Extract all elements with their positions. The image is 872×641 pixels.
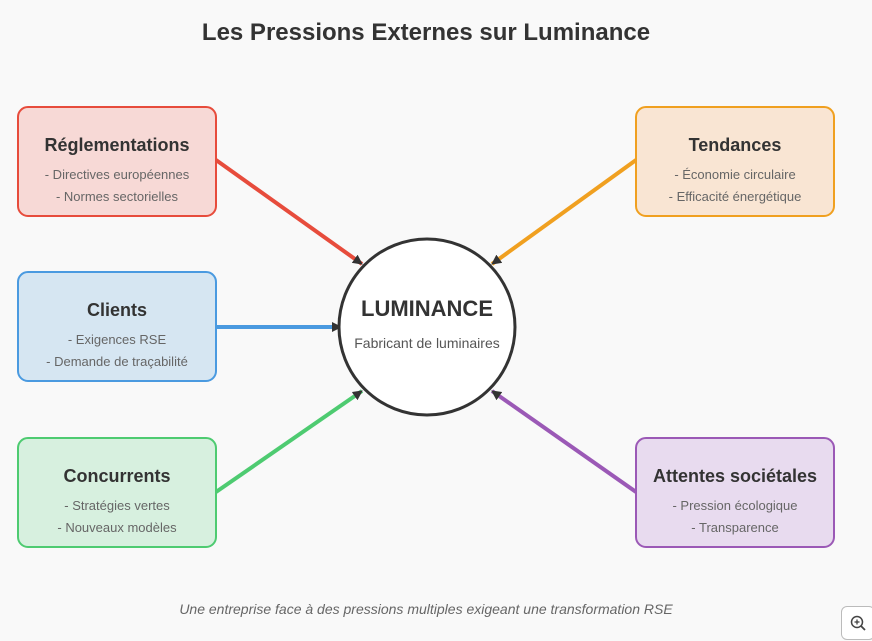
box-item: - Efficacité énergétique: [669, 189, 802, 204]
box-concurrents: Concurrents - Stratégies vertes - Nouveaux…: [17, 437, 217, 548]
zoom-in-icon: [850, 615, 866, 631]
box-attentes-societales: Attentes sociétales - Pression écologique…: [635, 437, 835, 548]
diagram-title: Les Pressions Externes sur Luminance: [202, 19, 650, 46]
box-item: - Nouveaux modèles: [57, 520, 177, 535]
box-title: Clients: [87, 300, 147, 320]
box-item: - Transparence: [691, 520, 778, 535]
arrow-concurrents: [214, 389, 364, 494]
box-item: - Stratégies vertes: [64, 498, 170, 513]
box-title: Tendances: [689, 135, 782, 155]
box-title: Attentes sociétales: [653, 466, 817, 486]
box-item: - Pression écologique: [672, 498, 797, 513]
box-title: Concurrents: [63, 466, 170, 486]
box-clients: Clients - Exigences RSE - Demande de traça…: [17, 271, 217, 382]
box-reglementations: Réglementations - Directives européennes -…: [17, 106, 217, 217]
arrow-tendances: [490, 158, 638, 266]
box-item: - Directives européennes: [45, 167, 190, 182]
box-title: Réglementations: [44, 135, 189, 155]
box-item: - Exigences RSE: [68, 332, 167, 347]
center-subtitle: Fabricant de luminaires: [354, 335, 500, 351]
caption: Une entreprise face à des pressions mult…: [179, 601, 673, 617]
box-tendances: Tendances - Économie circulaire - Efficaci…: [635, 106, 835, 217]
center-title: LUMINANCE: [361, 296, 493, 321]
box-item: - Normes sectorielles: [56, 189, 179, 204]
box-item: - Économie circulaire: [674, 167, 795, 182]
zoom-button[interactable]: [841, 606, 872, 640]
arrow-attentes-societales: [490, 389, 638, 494]
arrow-reglementations: [214, 158, 364, 266]
box-item: - Demande de traçabilité: [46, 354, 188, 369]
center-circle: [337, 237, 517, 417]
